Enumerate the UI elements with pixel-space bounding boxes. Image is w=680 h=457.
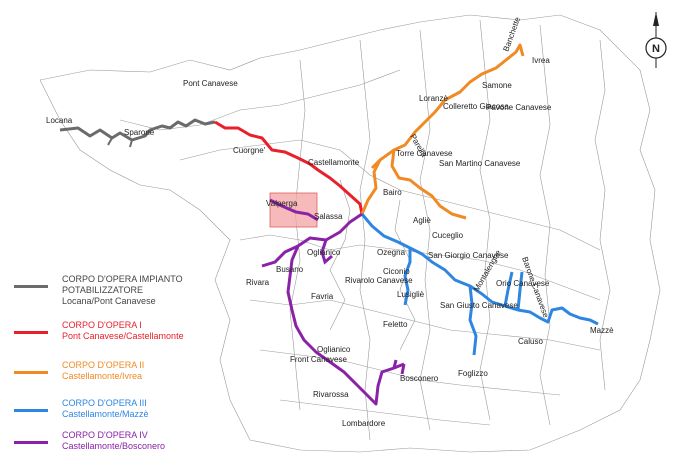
town-label-colleretto: Colleretto Giacosa	[443, 102, 509, 111]
legend-label-line: Pont Canavese/Castellamonte	[62, 331, 184, 341]
north-arrow-icon: N	[644, 10, 668, 70]
town-label-cuorgne: Cuorgne'	[233, 146, 266, 155]
town-label-pont-line: Pont Canavese	[183, 79, 238, 88]
town-label-oglianico2: Oglianico	[317, 345, 351, 354]
town-label-rivarossa: Rivarossa	[313, 390, 349, 399]
town-label-ivrea: Ivrea	[532, 56, 550, 65]
route-purple-branch3	[269, 198, 319, 222]
town-label-ozegna: Ozegna	[377, 248, 406, 257]
route-orange-branch1	[390, 149, 467, 220]
town-label-lusiglie: Lusigliè	[397, 290, 425, 299]
town-label-aglie: Agliè	[413, 216, 431, 225]
route-orange-branch2	[370, 158, 382, 170]
town-label-castellamonte: Castellamonte	[308, 158, 360, 167]
legend-label-line: CORPO D'OPERA IV	[62, 430, 148, 440]
legend-label-line: POTABILIZZATORE	[62, 285, 144, 295]
route-purple-branch1	[261, 244, 299, 268]
route-purple	[286, 212, 405, 406]
legend-label-line: Locana/Pont Canavese	[62, 296, 156, 306]
legend-label-line: Castellamonte/Bosconero	[62, 441, 166, 451]
legend-swatch	[14, 371, 48, 374]
town-label-sanmartino: San Martino Canavese	[439, 159, 521, 168]
town-label-sangiusto: San Giusto Canavese	[440, 301, 518, 310]
town-label-busano: Busano	[276, 265, 304, 274]
town-label-valperga: Valperga	[266, 199, 298, 208]
town-label-pont: Pont Canavese	[183, 79, 238, 88]
legend-swatch	[14, 409, 48, 412]
town-label-rivara: Rivara	[246, 278, 270, 287]
town-label-lombardore: Lombardore	[342, 419, 386, 428]
municipal-boundaries	[39, 14, 661, 453]
town-label-loranze: Loranzè	[419, 94, 448, 103]
legend-swatch	[14, 331, 48, 334]
town-label-ciconio: Ciconio	[383, 267, 410, 276]
north-label: N	[652, 43, 660, 55]
town-label-feletto: Feletto	[383, 320, 408, 329]
town-label-caluso: Caluso	[518, 337, 543, 346]
route-orange	[360, 43, 525, 215]
town-label-bairo: Bairo	[383, 188, 402, 197]
town-label-torre: Torre Canavese	[396, 149, 453, 158]
legend-swatch	[14, 441, 48, 444]
route-blue-branch2	[468, 285, 478, 356]
town-label-mazze: Mazzè	[590, 326, 614, 335]
route-purple-branch4	[392, 359, 406, 375]
route-red	[214, 120, 364, 215]
town-label-sangiorgio: San Giorgio Canavese	[428, 251, 509, 260]
legend-label-line: Castellamonte/Mazzè	[62, 409, 149, 419]
legend-label-line: Castellamonte/Ivrea	[62, 371, 143, 381]
town-label-rivarolo: Rivarolo Canavese	[345, 276, 413, 285]
town-label-front: Front Canavese	[290, 355, 347, 364]
town-label-cuceglio: Cuceglio	[432, 231, 464, 240]
town-label-bosconero: Bosconero	[400, 374, 439, 383]
route-gray-spur	[107, 137, 133, 148]
route-purple-branch2	[320, 239, 333, 265]
legend-label-line: CORPO D'OPERA IMPIANTO	[62, 274, 183, 284]
legend-swatch	[14, 285, 48, 288]
route-blue-branch3	[503, 271, 524, 311]
town-label-salassa: Salassa	[314, 212, 343, 221]
legend-label-line: CORPO D'OPERA I	[62, 320, 142, 330]
town-label-favria: Favria	[311, 292, 334, 301]
route-blue	[360, 213, 599, 326]
town-label-oglianico1: Oglianico	[307, 248, 341, 257]
town-label-locana: Locana	[46, 116, 73, 125]
town-label-orio: Orio Canavese	[496, 279, 550, 288]
route-blue-branch1	[403, 248, 412, 306]
legend-label-line: CORPO D'OPERA III	[62, 398, 147, 408]
legend-label-line: CORPO D'OPERA II	[62, 360, 145, 370]
town-label-pavone: Pavone Canavese	[486, 103, 552, 112]
town-label-foglizzo: Foglizzo	[458, 369, 488, 378]
town-label-sparone: Sparone	[124, 128, 155, 137]
route-gray	[59, 118, 216, 142]
town-label-samone: Samone	[482, 81, 512, 90]
